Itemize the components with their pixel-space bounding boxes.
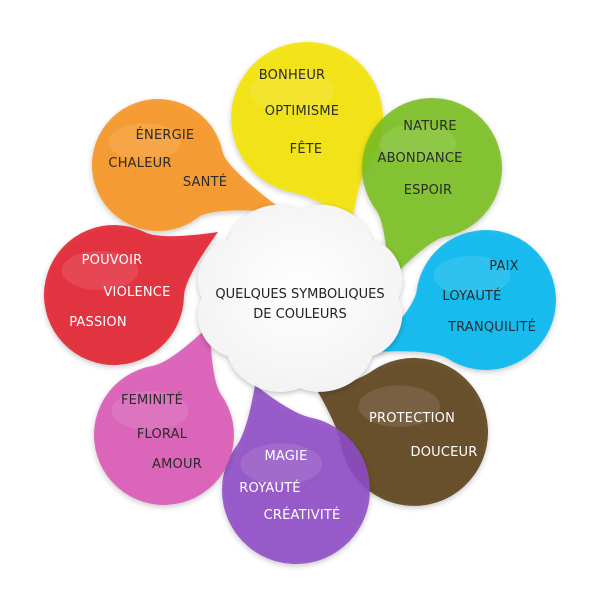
petal-1-word-0: BONHEUR	[259, 68, 326, 83]
petal-6-word-1: FLORAL	[137, 427, 188, 442]
center-title-line2: DE COULEURS	[253, 307, 346, 322]
petal-5-word-1: ROYAUTÉ	[239, 480, 300, 496]
petal-highlight-2	[379, 123, 457, 164]
petal-0-word-1: CHALEUR	[108, 156, 171, 171]
petal-1	[231, 41, 384, 223]
petal-1-word-1: OPTIMISME	[265, 104, 339, 119]
petal-6-word-2: AMOUR	[152, 457, 202, 472]
petal-4-word-0: PROTECTION	[369, 411, 455, 426]
petal-highlight-7	[61, 250, 139, 291]
petal-highlight-5	[240, 443, 322, 485]
petal-highlight-6	[111, 390, 189, 431]
petal-3-word-0: PAIX	[489, 259, 518, 274]
petal-6	[93, 325, 234, 505]
petal-2-word-2: ESPOIR	[404, 183, 453, 198]
petal-highlight-4	[358, 385, 440, 427]
center-label: QUELQUES SYMBOLIQUES DE COULEURS	[197, 204, 403, 392]
petal-3-word-1: LOYAUTÉ	[442, 288, 501, 304]
petal-highlight-1	[249, 70, 334, 113]
petal-highlight-3	[433, 255, 511, 296]
petal-2	[361, 97, 502, 282]
words-layer: ÉNERGIE CHALEUR SANTÉ BONHEUR OPTIMISME FÊTE N…	[69, 68, 536, 523]
petal-7	[44, 225, 218, 366]
petal-0	[91, 99, 285, 232]
petal-5-word-2: CRÉATIVITÉ	[264, 507, 341, 523]
petal-7-word-0: POUVOIR	[82, 253, 143, 268]
petal-3-word-2: TRANQUILITÉ	[447, 319, 536, 335]
petal-highlight-0	[108, 123, 182, 161]
petal-0-word-0: ÉNERGIE	[136, 127, 195, 143]
petal-6-word-0: FEMINITÉ	[121, 392, 183, 408]
petal-5	[221, 385, 370, 565]
center-title-line1: QUELQUES SYMBOLIQUES	[215, 287, 384, 302]
petals-layer	[44, 41, 556, 565]
center-cloud-shape	[197, 204, 403, 392]
petal-2-word-1: ABONDANCE	[377, 151, 462, 166]
petal-2-word-0: NATURE	[403, 119, 457, 134]
petal-7-word-2: PASSION	[69, 315, 127, 330]
petal-4-word-1: DOUCEUR	[411, 445, 478, 460]
petal-1-word-2: FÊTE	[290, 141, 323, 157]
petal-7-word-1: VIOLENCE	[103, 285, 170, 300]
petal-3	[372, 230, 556, 371]
petal-0-word-2: SANTÉ	[183, 174, 227, 190]
petal-5-word-0: MAGIE	[264, 449, 307, 464]
